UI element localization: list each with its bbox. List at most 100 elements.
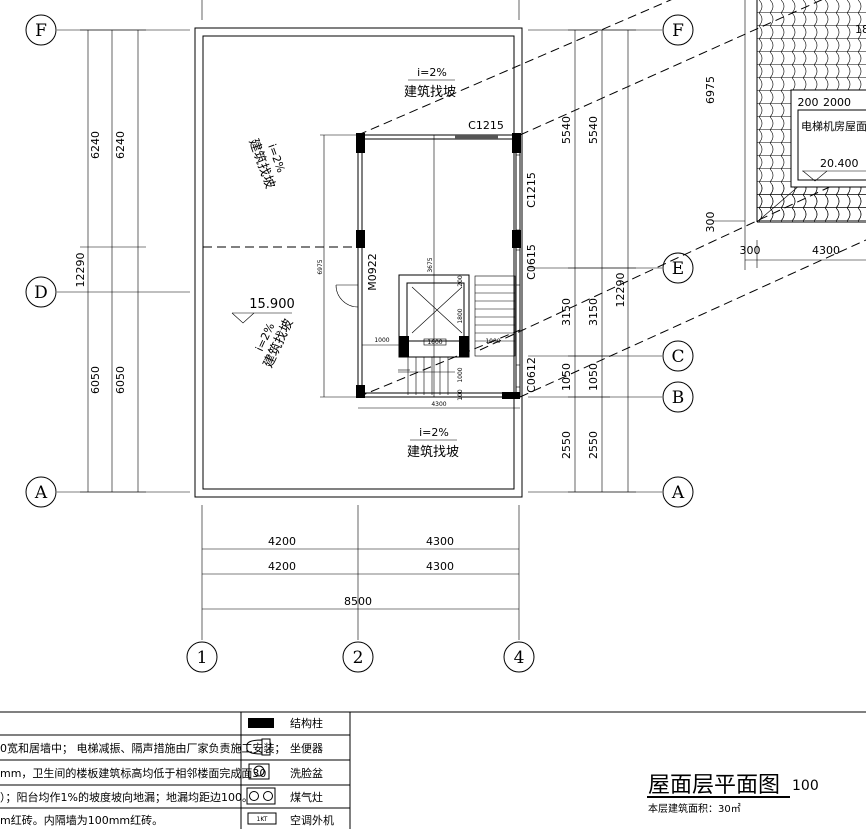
svg-text:6050: 6050 (114, 366, 127, 394)
svg-text:100: 100 (457, 389, 464, 401)
slope-annotation-left: 建筑找坡 i=2% (245, 136, 287, 190)
axis-bubble-2: 2 (342, 641, 374, 673)
svg-text:6975: 6975 (317, 259, 324, 274)
elevation-marker: 15.900 (231, 297, 295, 324)
svg-text:4200: 4200 (268, 535, 296, 548)
axis-bubble-A-right: A (662, 476, 694, 508)
svg-text:F: F (672, 21, 684, 41)
svg-text:18: 18 (855, 23, 866, 36)
svg-text:建筑找坡: 建筑找坡 (407, 444, 459, 460)
left-dimensions: 6240 6240 12290 6050 6050 (74, 29, 146, 493)
svg-text:100: 100 (792, 778, 819, 794)
svg-text:15.900: 15.900 (249, 297, 295, 312)
legend-table: 0宽和居墙中； 电梯减振、隔声措施由厂家负责施工安装； mm，卫生间的楼板建筑标… (0, 711, 866, 829)
svg-text:1800: 1800 (457, 308, 464, 323)
slope-annotation-bottom: i=2% 建筑找坡 (407, 426, 459, 460)
svg-text:F: F (35, 21, 47, 41)
axis-bubble-D-left: D (25, 276, 57, 308)
roof-parapet (194, 27, 523, 498)
svg-text:空调外机: 空调外机 (290, 813, 334, 827)
window-label-right-3: C0612 (525, 357, 538, 393)
svg-text:本层建筑面积：30㎡: 本层建筑面积：30㎡ (648, 802, 741, 815)
svg-text:A: A (671, 483, 685, 503)
svg-text:2: 2 (353, 648, 364, 668)
svg-text:200: 200 (798, 96, 819, 109)
bottom-dimensions: 4200 4300 4200 4300 8500 (202, 535, 519, 610)
drawing-title: 屋面层平面图 100 本层建筑面积：30㎡ (647, 773, 819, 815)
svg-text:12290: 12290 (74, 253, 87, 288)
svg-text:1050: 1050 (587, 363, 600, 391)
window-label-right-1: C1215 (525, 172, 538, 208)
svg-text:）；阳台均作1%的坡度坡向地漏；地漏均距边100。: ）；阳台均作1%的坡度坡向地漏；地漏均距边100。 (0, 790, 253, 804)
svg-text:mm，卫生间的楼板建筑标高均低于相邻楼面完成面30: mm，卫生间的楼板建筑标高均低于相邻楼面完成面30 (0, 766, 266, 780)
axis-bubble-E-right: E (662, 252, 694, 284)
svg-text:4: 4 (514, 648, 525, 668)
svg-text:8500: 8500 (344, 595, 372, 608)
washbasin-symbol-icon (248, 763, 270, 780)
svg-text:300: 300 (704, 212, 717, 233)
svg-text:1000: 1000 (457, 367, 464, 382)
svg-text:2550: 2550 (560, 431, 573, 459)
svg-text:m红砖。内隔墙为100mm红砖。: m红砖。内隔墙为100mm红砖。 (0, 813, 163, 827)
svg-text:6050: 6050 (89, 366, 102, 394)
svg-text:300: 300 (740, 244, 761, 257)
column-symbol-icon (248, 718, 274, 728)
svg-text:20.400: 20.400 (820, 157, 859, 170)
svg-text:1050: 1050 (560, 363, 573, 391)
svg-text:洗脸盆: 洗脸盆 (290, 766, 323, 780)
svg-text:结构柱: 结构柱 (290, 716, 323, 730)
svg-text:坐便器: 坐便器 (290, 742, 323, 755)
svg-text:3150: 3150 (587, 298, 600, 326)
right-dimensions: 5540 5540 12290 3150 3150 1050 1050 2550… (560, 29, 636, 493)
svg-text:1: 1 (197, 648, 208, 668)
svg-text:200: 200 (457, 275, 464, 287)
axis-bubble-C-right: C (662, 340, 694, 372)
door-label: M0922 (366, 253, 379, 291)
window-label-right-2: C0615 (525, 244, 538, 280)
slope-annotation-mid: 建筑找坡 i=2% (253, 316, 297, 370)
svg-text:D: D (34, 283, 48, 303)
axis-bubble-B-right: B (662, 381, 694, 413)
svg-text:3150: 3150 (560, 298, 573, 326)
svg-text:6975: 6975 (704, 76, 717, 104)
svg-text:12290: 12290 (614, 273, 627, 308)
axis-bubble-A-left: A (25, 476, 57, 508)
svg-text:3675: 3675 (427, 257, 434, 272)
svg-text:2550: 2550 (587, 431, 600, 459)
svg-text:4300: 4300 (426, 560, 454, 573)
svg-text:1000: 1000 (485, 338, 500, 345)
svg-text:屋面层平面图: 屋面层平面图 (648, 773, 780, 798)
svg-text:5540: 5540 (560, 116, 573, 144)
svg-text:B: B (672, 388, 685, 408)
svg-text:4300: 4300 (431, 401, 446, 408)
axis-bubble-F-right: F (662, 14, 694, 46)
gas-stove-symbol-icon (246, 787, 276, 805)
axis-bubble-F-left: F (25, 14, 57, 46)
svg-text:1000: 1000 (374, 337, 389, 344)
stair-core: 3675 6975 4300 1600 1000 1000 1800 200 1… (317, 133, 521, 409)
svg-text:4300: 4300 (426, 535, 454, 548)
svg-text:A: A (34, 483, 48, 503)
svg-text:E: E (672, 259, 684, 279)
window-label-top: C1215 (468, 119, 504, 132)
svg-text:建筑找坡: 建筑找坡 (404, 84, 456, 100)
svg-text:1KT: 1KT (257, 816, 268, 823)
axis-bubble-4: 4 (503, 641, 535, 673)
svg-text:2000: 2000 (823, 96, 851, 109)
svg-text:4300: 4300 (812, 244, 840, 257)
ac-unit-symbol-icon: 1KT (247, 812, 277, 825)
slope-annotation-top: i=2% 建筑找坡 (404, 66, 456, 100)
svg-text:i=2%: i=2% (417, 66, 447, 79)
svg-text:6240: 6240 (114, 131, 127, 159)
machine-room-roof: 200 2000 电梯机房屋面 20.400 18 6975 300 300 4… (704, 0, 866, 270)
svg-text:煤气灶: 煤气灶 (290, 790, 323, 804)
svg-text:4200: 4200 (268, 560, 296, 573)
svg-text:1600: 1600 (427, 339, 442, 346)
svg-text:C: C (671, 347, 684, 367)
svg-text:i=2%: i=2% (419, 426, 449, 439)
svg-text:6240: 6240 (89, 131, 102, 159)
svg-text:5540: 5540 (587, 116, 600, 144)
svg-text:电梯机房屋面: 电梯机房屋面 (801, 119, 866, 133)
toilet-symbol-icon (246, 738, 271, 756)
